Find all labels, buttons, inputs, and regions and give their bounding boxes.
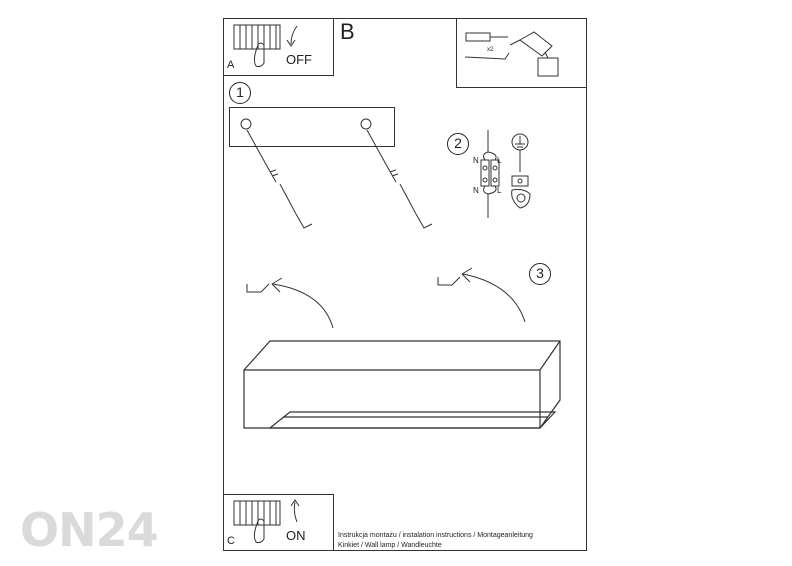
footer-line-1: Instrukcja montażu / instalation instruc… bbox=[338, 532, 533, 539]
panel-c-power-on: C ON bbox=[223, 494, 334, 551]
step-1-badge: 1 bbox=[229, 82, 251, 104]
terminal-block-icon-c bbox=[233, 500, 281, 526]
connector-block-icon bbox=[480, 130, 500, 218]
drill-icon bbox=[509, 31, 559, 77]
hook-left-icon bbox=[246, 283, 270, 293]
hook-right-icon bbox=[437, 276, 461, 286]
panel-a-letter: A bbox=[227, 59, 235, 71]
hole-right-icon bbox=[360, 118, 372, 130]
wire-label-n-top: N bbox=[473, 156, 479, 165]
step-3-badge: 3 bbox=[529, 263, 551, 285]
tools-box: x2 bbox=[456, 18, 587, 88]
footer-line-2: Kinkiet / Wall lamp / Wandleuchte bbox=[338, 542, 442, 549]
terminal-block-icon bbox=[233, 24, 281, 50]
ground-terminal-icon bbox=[511, 133, 531, 209]
panel-a-off-label: OFF bbox=[286, 52, 312, 67]
screw-dowel-right-icon bbox=[366, 129, 433, 229]
arrow-down-icon bbox=[286, 25, 298, 47]
panel-c-letter: C bbox=[227, 535, 235, 547]
panel-b-letter: B bbox=[340, 19, 355, 44]
dowel-count: x2 bbox=[487, 47, 494, 53]
instruction-page bbox=[223, 18, 587, 551]
panel-a-power-off: A OFF bbox=[223, 18, 334, 76]
mounting-plate bbox=[229, 107, 395, 147]
wall-lamp-body bbox=[243, 340, 561, 429]
screw-icon bbox=[464, 52, 510, 60]
watermark-logo: ON24 bbox=[20, 503, 159, 557]
curved-arrow-right-icon bbox=[461, 267, 526, 323]
step-2-badge: 2 bbox=[447, 133, 469, 155]
panel-c-on-label: ON bbox=[286, 528, 306, 543]
wire-label-n-bottom: N bbox=[473, 186, 479, 195]
wire-label-l-bottom: L bbox=[497, 186, 502, 195]
arrow-up-icon bbox=[290, 499, 300, 523]
hand-icon bbox=[253, 42, 265, 68]
screw-dowel-left-icon bbox=[246, 129, 313, 229]
dowel-icon bbox=[465, 32, 508, 42]
curved-arrow-left-icon bbox=[271, 277, 334, 329]
hand-icon-c bbox=[253, 518, 265, 544]
hole-left-icon bbox=[240, 118, 252, 130]
